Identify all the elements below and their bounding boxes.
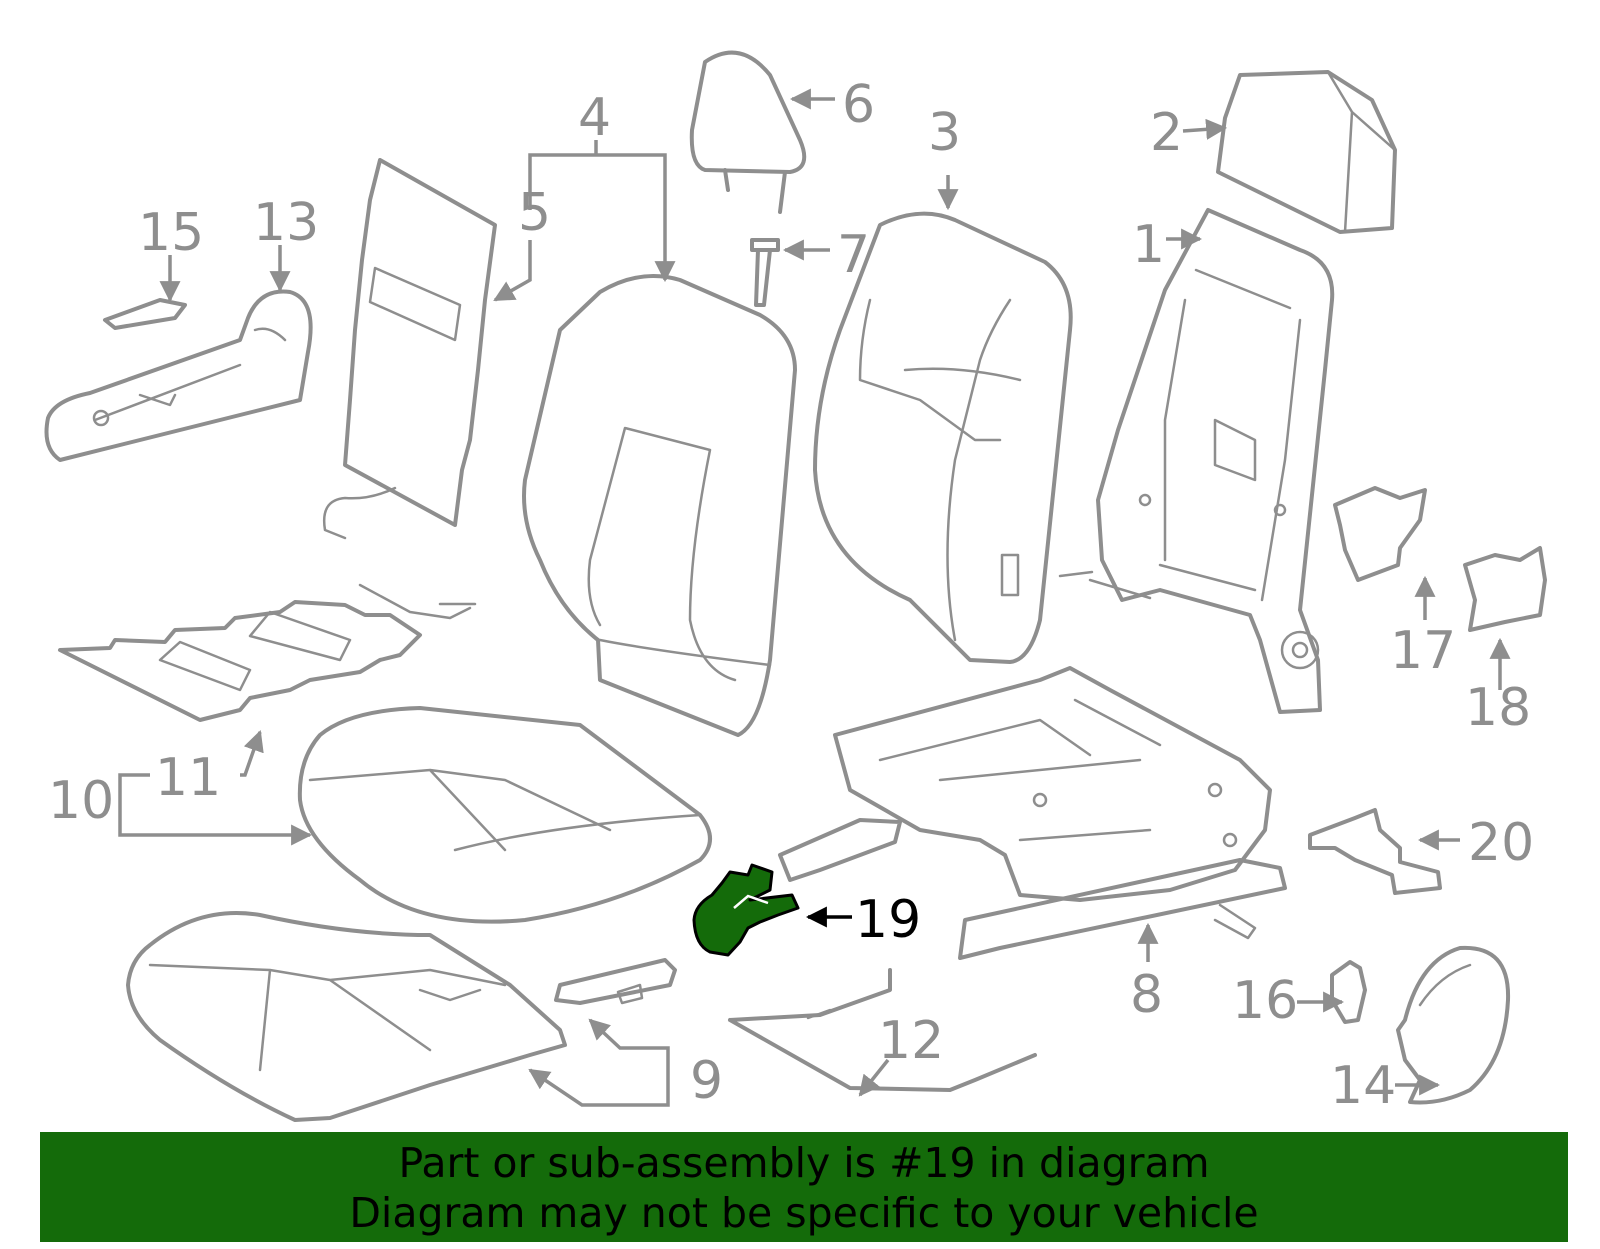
- callout-4: 4: [578, 88, 611, 148]
- part-20-bracket: [1308, 808, 1442, 895]
- callout-14: 14: [1330, 1056, 1396, 1116]
- part-17-bracket: [1333, 486, 1427, 582]
- callout-labels: 1 2 3 4 5 6 7 8 9 10 11 12 13 14 15 16 1…: [48, 75, 1534, 1116]
- part-8-cushion-frame: [778, 666, 1287, 960]
- part-19-highlighted-cover[interactable]: [692, 863, 800, 957]
- callout-18: 18: [1465, 678, 1531, 738]
- callout-15: 15: [138, 203, 204, 263]
- info-banner: Part or sub-assembly is #19 in diagram D…: [40, 1132, 1568, 1242]
- callout-2: 2: [1150, 103, 1183, 163]
- banner-line-part: Part or sub-assembly is #19 in diagram: [398, 1139, 1210, 1187]
- callout-10: 10: [48, 771, 114, 831]
- callout-1: 1: [1132, 215, 1165, 275]
- part-11-mat: [58, 583, 477, 722]
- part-15-knob: [103, 298, 187, 330]
- callout-17: 17: [1390, 621, 1456, 681]
- callout-19: 19: [855, 890, 921, 950]
- part-14-round-cover: [1396, 945, 1511, 1105]
- callout-13: 13: [253, 193, 319, 253]
- part-18-bracket: [1463, 546, 1547, 632]
- banner-line-disclaimer: Diagram may not be specific to your vehi…: [349, 1189, 1259, 1237]
- part-1-back-frame: [1058, 208, 1335, 714]
- leader-lines: [118, 88, 1511, 1107]
- part-7-guide: [750, 238, 780, 307]
- callout-12: 12: [878, 1011, 944, 1071]
- callout-9: 9: [690, 1051, 723, 1111]
- part-9-cushion-cover: [126, 911, 677, 1122]
- part-13-side-cover: [44, 289, 313, 462]
- callout-7: 7: [837, 225, 870, 285]
- callout-11: 11: [155, 748, 221, 808]
- callout-16: 16: [1232, 971, 1298, 1031]
- part-3-back-pad: [813, 211, 1073, 664]
- callout-6: 6: [842, 75, 875, 135]
- part-6-headrest: [689, 50, 807, 214]
- part-4-back-cover: [522, 274, 797, 737]
- callout-20: 20: [1468, 813, 1534, 873]
- part-10-cushion-pad: [297, 706, 712, 924]
- part-2-pad: [1216, 70, 1397, 234]
- part-5-board: [322, 158, 497, 540]
- callout-5: 5: [518, 183, 551, 243]
- part-16-clip: [1330, 960, 1367, 1024]
- callout-3: 3: [928, 103, 961, 163]
- callout-8: 8: [1130, 965, 1163, 1025]
- part-12-wire: [728, 968, 1037, 1092]
